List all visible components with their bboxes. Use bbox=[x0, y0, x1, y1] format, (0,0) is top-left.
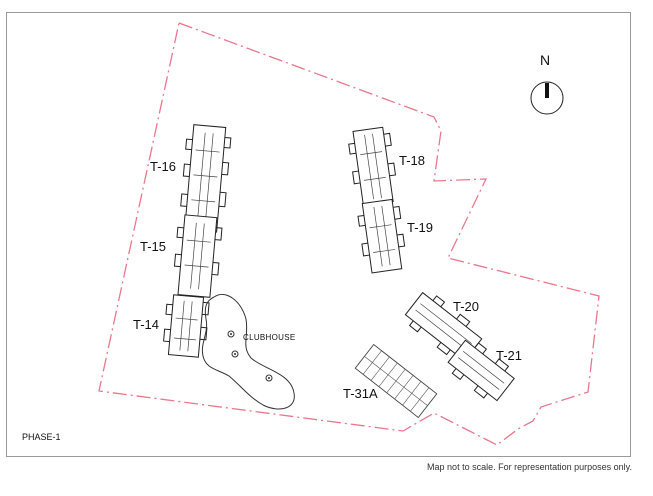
tower-label-t31a: T-31A bbox=[343, 386, 378, 401]
disclaimer-note: Map not to scale. For representation pur… bbox=[427, 462, 632, 472]
tower-t19-footprint bbox=[357, 198, 406, 274]
site-boundary bbox=[98, 22, 600, 446]
tower-label-t14: T-14 bbox=[133, 317, 160, 332]
site-plan-frame: N T-16 T-15 T-14 T-18 T-19 T-20 T-21 T-3… bbox=[6, 12, 631, 457]
tower-t31a-footprint bbox=[354, 343, 438, 419]
clubhouse-outline bbox=[201, 294, 295, 410]
north-label: N bbox=[540, 52, 551, 68]
tower-label-t21: T-21 bbox=[496, 348, 523, 363]
tower-t21-footprint bbox=[447, 339, 515, 402]
tower-t14-footprint bbox=[163, 294, 210, 358]
tower-label-t18: T-18 bbox=[399, 153, 426, 168]
phase-label: PHASE-1 bbox=[22, 432, 61, 442]
clubhouse-markers bbox=[227, 330, 273, 382]
tower-t16-footprint bbox=[180, 124, 232, 233]
site-plan-drawing bbox=[98, 22, 600, 446]
clubhouse-label: CLUBHOUSE bbox=[243, 333, 296, 342]
north-arrow-icon bbox=[530, 81, 564, 115]
tower-t18-footprint bbox=[348, 126, 397, 207]
tower-t15-footprint bbox=[173, 214, 223, 298]
tower-label-t15: T-15 bbox=[140, 239, 167, 254]
tower-label-t16: T-16 bbox=[150, 159, 177, 174]
tower-label-t20: T-20 bbox=[453, 299, 480, 314]
tower-label-t19: T-19 bbox=[407, 220, 434, 235]
